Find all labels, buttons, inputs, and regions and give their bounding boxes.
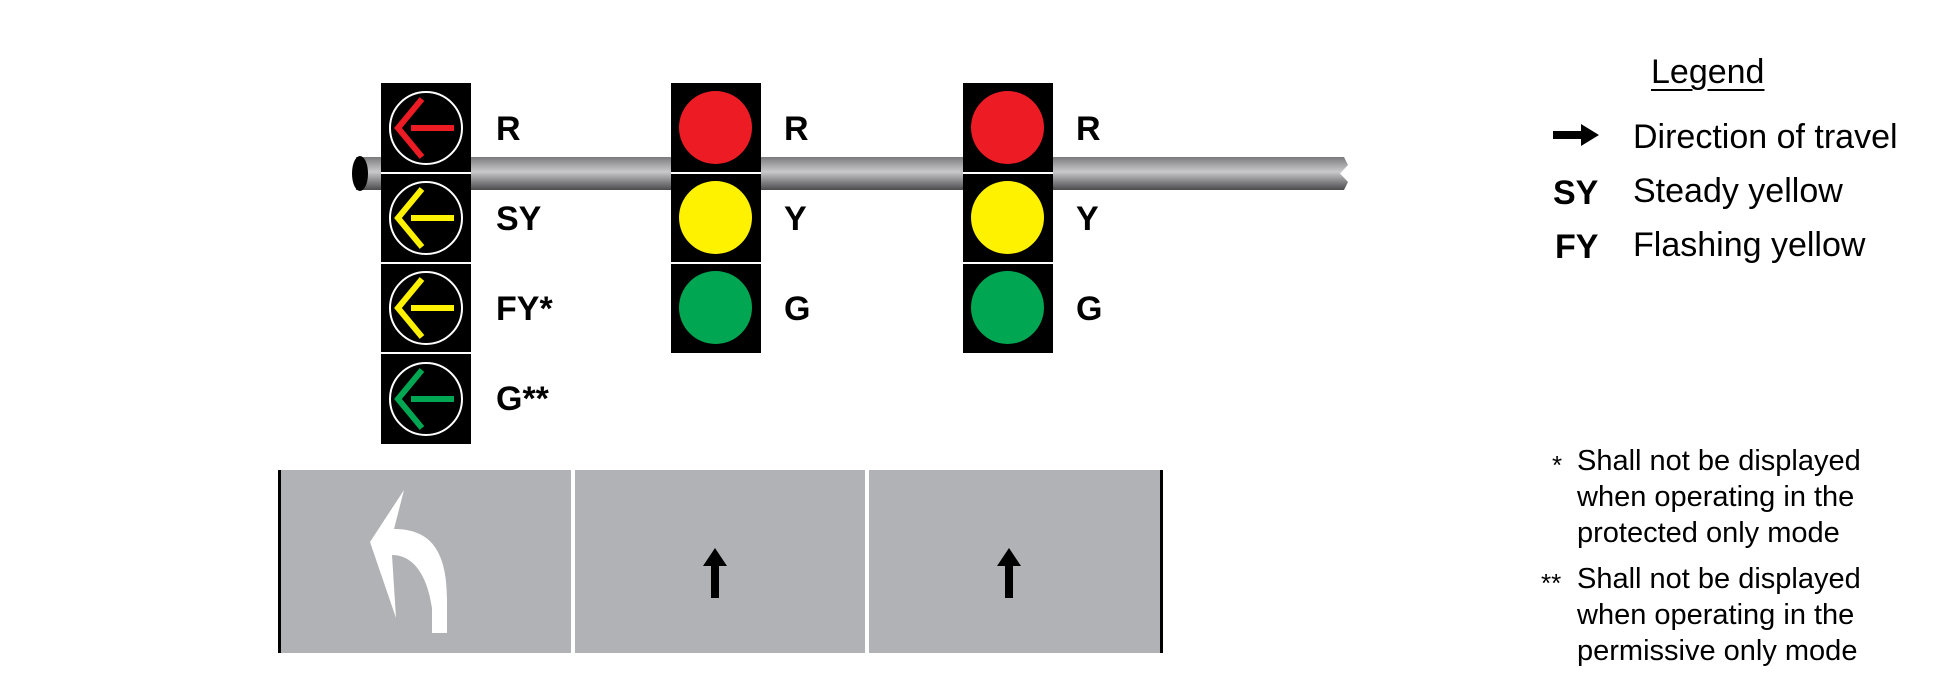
through-arrow-marking-icon bbox=[703, 548, 727, 598]
signal-label: G bbox=[784, 290, 811, 328]
red-lamp bbox=[679, 91, 752, 164]
section-divider bbox=[963, 172, 1053, 174]
footnote-mark: * bbox=[1552, 450, 1563, 480]
signal-label: G** bbox=[496, 380, 549, 418]
legend-item-text: Direction of travel bbox=[1633, 118, 1898, 156]
signal-label: FY* bbox=[496, 290, 553, 328]
left-arrow-icon bbox=[389, 271, 463, 345]
footnote-line: when operating in the bbox=[1577, 481, 1855, 513]
legend-title: Legend bbox=[1651, 53, 1765, 91]
pole-end-cap bbox=[352, 156, 368, 191]
left-arrow-icon bbox=[389, 362, 463, 436]
footnote-line: protected only mode bbox=[1577, 517, 1840, 549]
legend-item-text: Steady yellow bbox=[1633, 172, 1843, 210]
yellow-lamp bbox=[679, 181, 752, 254]
through-signal-head-1 bbox=[671, 83, 761, 353]
green-lamp bbox=[971, 271, 1044, 344]
signal-section-green-arrow bbox=[381, 354, 471, 444]
left-arrow-icon bbox=[389, 91, 463, 165]
right-edge-line bbox=[1160, 470, 1163, 653]
yellow-lamp bbox=[971, 181, 1044, 254]
signal-section-steady-yellow-arrow bbox=[381, 174, 471, 262]
footnote-line: Shall not be displayed bbox=[1577, 563, 1861, 595]
through-signal-head-2 bbox=[963, 83, 1053, 353]
signal-label: G bbox=[1076, 290, 1103, 328]
section-divider bbox=[671, 262, 761, 264]
section-divider bbox=[671, 172, 761, 174]
footnote-text: Shall not be displayed when operating in… bbox=[1577, 443, 1861, 551]
signal-label: Y bbox=[784, 200, 807, 238]
section-divider bbox=[381, 262, 471, 264]
legend-key: FY bbox=[1555, 228, 1599, 266]
left-edge-line bbox=[278, 470, 281, 653]
footnote-line: permissive only mode bbox=[1577, 635, 1858, 667]
left-arrow-icon bbox=[389, 181, 463, 255]
signal-label: R bbox=[1076, 110, 1101, 148]
section-divider bbox=[963, 262, 1053, 264]
left-turn-arrow-marking-icon bbox=[370, 490, 447, 633]
signal-section-red-arrow bbox=[381, 83, 471, 172]
signal-label: SY bbox=[496, 200, 542, 238]
lane-line bbox=[865, 470, 869, 653]
red-lamp bbox=[971, 91, 1044, 164]
signal-label: R bbox=[784, 110, 809, 148]
signal-label: Y bbox=[1076, 200, 1099, 238]
legend-key: SY bbox=[1553, 174, 1599, 212]
section-divider bbox=[381, 172, 471, 174]
footnote-line: Shall not be displayed bbox=[1577, 445, 1861, 477]
footnote-mark: ** bbox=[1541, 568, 1562, 598]
legend-item-text: Flashing yellow bbox=[1633, 226, 1866, 264]
roadway-lanes bbox=[278, 470, 1163, 653]
signal-section-flashing-yellow-arrow bbox=[381, 264, 471, 352]
footnote-line: when operating in the bbox=[1577, 599, 1855, 631]
section-divider bbox=[381, 352, 471, 354]
green-lamp bbox=[679, 271, 752, 344]
left-turn-signal-head bbox=[381, 83, 471, 444]
pole-broken-end bbox=[1340, 157, 1356, 190]
through-arrow-marking-icon bbox=[997, 548, 1021, 598]
direction-arrow-icon bbox=[1553, 124, 1599, 146]
lane-line bbox=[571, 470, 575, 653]
signal-label: R bbox=[496, 110, 521, 148]
mast-arm-pole bbox=[356, 157, 1352, 190]
footnote-text: Shall not be displayed when operating in… bbox=[1577, 561, 1861, 669]
